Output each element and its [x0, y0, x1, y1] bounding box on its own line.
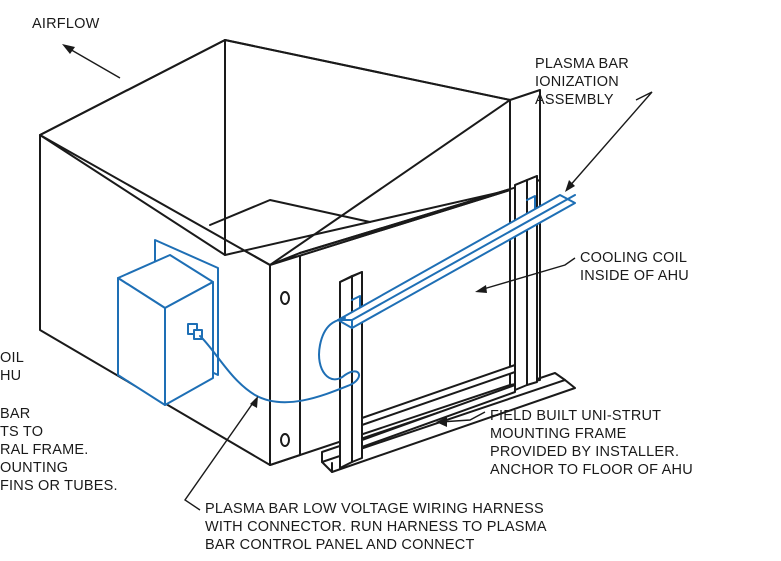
harness-label: PLASMA BAR LOW VOLTAGE WIRING HARNESS WI… — [205, 501, 550, 553]
bracket-right — [526, 195, 536, 213]
airflow-label: AIRFLOW — [32, 16, 100, 32]
wiring-harness — [199, 317, 360, 404]
left-coil-label: OIL HU — [0, 350, 28, 384]
ahu-box — [39, 39, 541, 466]
plasma-bar-assembly — [337, 194, 576, 329]
frame-label: FIELD BUILT UNI-STRUT MOUNTING FRAME PRO… — [490, 408, 693, 478]
left-note-label: BAR TS TO RAL FRAME. OUNTING FINS OR TUB… — [0, 406, 118, 494]
cooling-coil-label: COOLING COIL INSIDE OF AHU — [580, 250, 691, 284]
leaders — [62, 44, 653, 511]
flange-hole-top — [280, 291, 290, 305]
flange-hole-bottom — [280, 433, 290, 447]
control-box — [117, 239, 219, 406]
plasma-bar-label: PLASMA BAR IONIZATION ASSEMBLY — [535, 56, 633, 108]
